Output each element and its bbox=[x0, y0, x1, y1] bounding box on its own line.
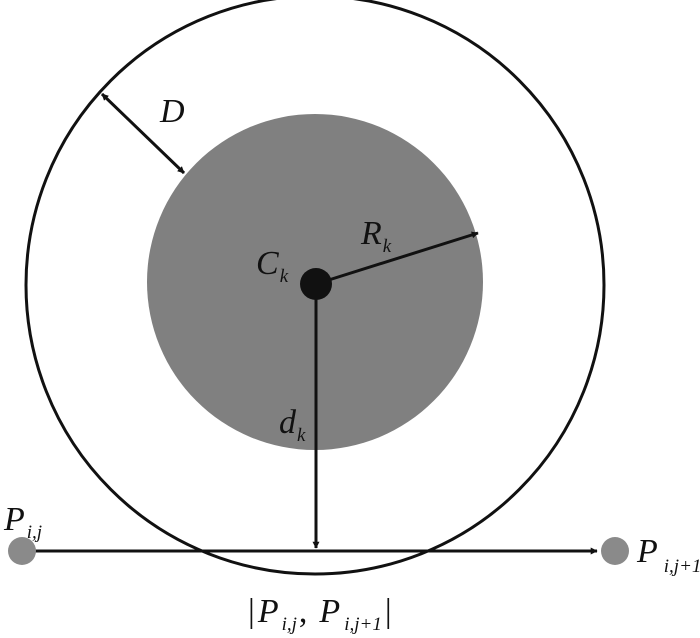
outer-safety-circle bbox=[24, 0, 606, 576]
label-d-k: dk bbox=[279, 404, 306, 446]
distance-D-arrow bbox=[100, 92, 186, 175]
label-R-main: R bbox=[360, 215, 382, 252]
label-P-start-sub: i,j bbox=[27, 522, 42, 543]
formula-bar-left: | bbox=[248, 593, 255, 630]
label-d-sub: k bbox=[297, 425, 306, 446]
label-P-start-main: P bbox=[3, 501, 25, 538]
label-C-main: C bbox=[256, 245, 279, 282]
formula-p2-main: P bbox=[318, 593, 340, 630]
center-point bbox=[300, 268, 332, 300]
formula-bar-right: | bbox=[385, 593, 392, 630]
label-d-main: d bbox=[279, 404, 297, 441]
label-R-k: Rk bbox=[360, 215, 392, 257]
label-D: D bbox=[159, 93, 185, 130]
label-C-sub: k bbox=[280, 266, 289, 287]
radius-arrow bbox=[315, 231, 479, 286]
label-R-sub: k bbox=[383, 236, 392, 257]
label-P-end-main: P bbox=[636, 533, 658, 570]
formula-p2-sub: i,j+1 bbox=[344, 614, 382, 635]
label-P-end-sub: i,j+1 bbox=[664, 556, 700, 577]
waypoint-end bbox=[601, 537, 629, 565]
formula-p1-sub: i,j bbox=[282, 614, 297, 635]
formula-p1-main: P bbox=[257, 593, 279, 630]
formula-comma: , bbox=[299, 593, 308, 630]
label-C-k: Ck bbox=[256, 245, 289, 287]
waypoint-start bbox=[8, 537, 36, 565]
